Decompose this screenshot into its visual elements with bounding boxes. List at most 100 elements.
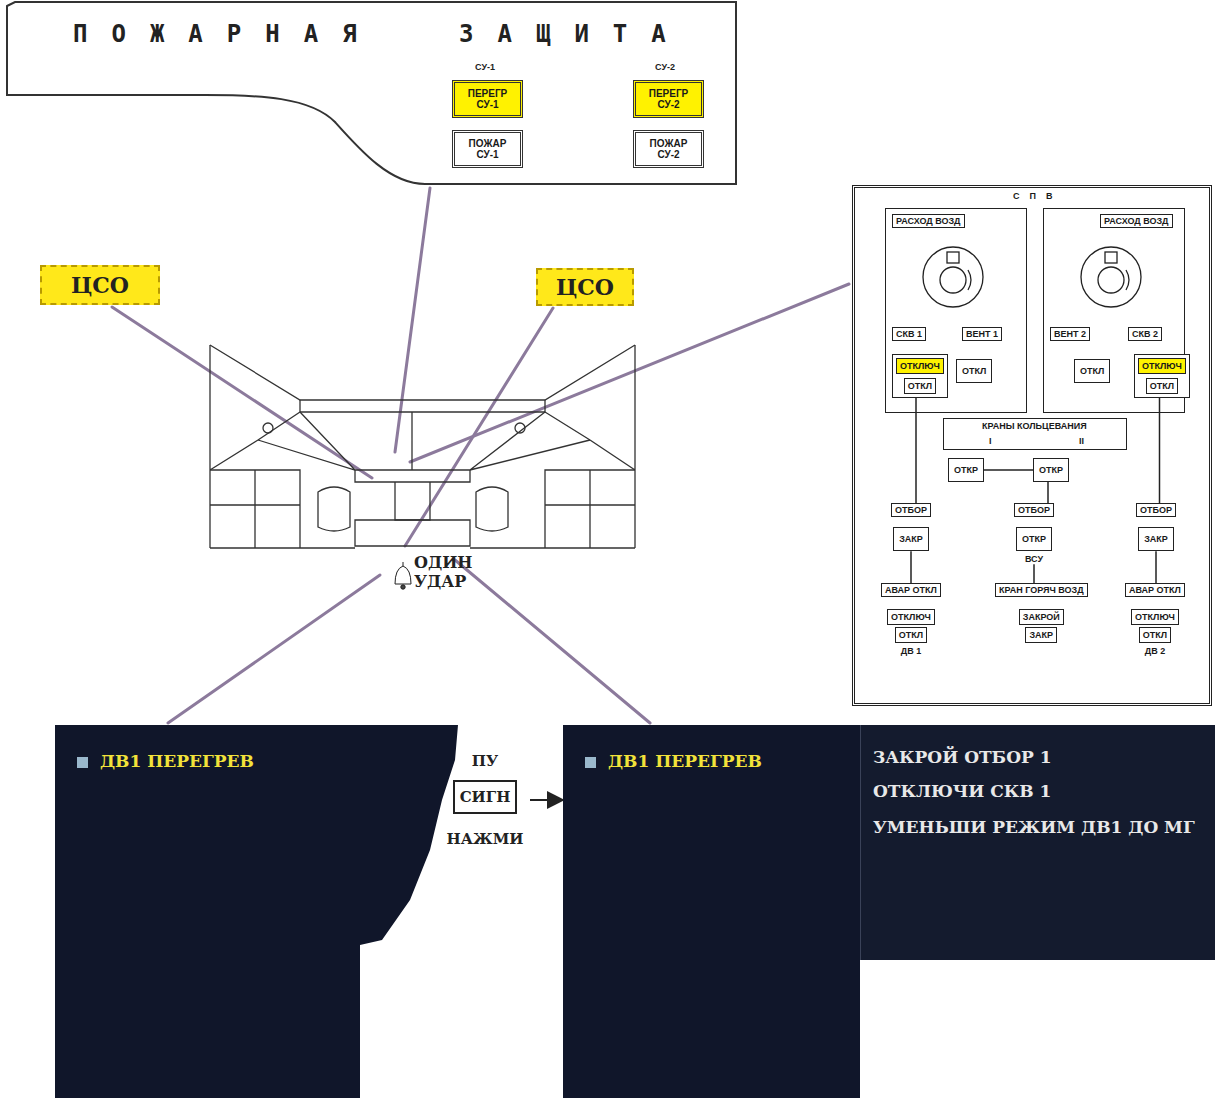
note-label: ОДИН УДАР — [414, 553, 476, 591]
pipe-line — [1033, 564, 1035, 583]
panel-outline-path — [7, 2, 736, 184]
label-text: УМЕНЬШИ РЕЖИМ ДВ1 ДО МГ — [873, 817, 1195, 837]
gauge — [923, 247, 983, 307]
label-text: ОТБОР — [1136, 503, 1176, 517]
label-text: ПЕРЕГР СУ-2 — [638, 88, 699, 111]
label-text: ОТКР — [1039, 465, 1063, 475]
ceiling-panel — [300, 400, 545, 412]
pipe-line — [1155, 551, 1157, 583]
label-text: СКВ 1 — [892, 327, 926, 341]
leader-line — [455, 560, 650, 723]
label-text: ВСУ — [1025, 554, 1043, 564]
torn-screen-piece — [360, 725, 458, 945]
label-text: ЗАКР — [893, 527, 929, 551]
crossfeed-band: КРАНЫ КОЛЬЦЕВАНИЯIII — [943, 418, 1127, 450]
leader-line — [168, 575, 380, 723]
leader-line — [112, 307, 372, 478]
bell-body — [395, 566, 411, 584]
gauge — [1081, 247, 1141, 307]
throttle-block — [355, 520, 470, 546]
label-text: СУ-1 — [475, 62, 495, 72]
hot-air-valve: КРАН ГОРЯЧ ВОЗДЗАКРОЙЗАКР — [995, 583, 1088, 643]
switch-button: ОТКЛ — [956, 359, 992, 383]
gauge-knob — [1098, 267, 1124, 293]
gauge-arc — [1126, 270, 1129, 290]
pipe-line — [1159, 398, 1161, 503]
leader-lines — [112, 188, 849, 723]
label-text: КРАН ГОРЯЧ ВОЗД — [995, 583, 1088, 597]
label-text: СПВ — [1013, 191, 1062, 201]
valve-button: ОТКР — [1033, 458, 1069, 482]
label-text: ОТКЛ — [904, 378, 936, 394]
air-system-panel: СПВРАСХОД ВОЗДСКВ 1ВЕНТ 1ОТКЛЮЧОТКЛОТКЛР… — [852, 185, 1212, 706]
leader-line — [405, 308, 553, 546]
pilot-seat — [318, 487, 350, 531]
label-text: ОТКЛ — [895, 627, 927, 643]
label-text: СИГН — [453, 780, 518, 814]
bell-icon — [395, 562, 411, 589]
fire-protection-panel: ПОЖАРНАЯ ЗАЩИТА СУ-1 СУ-2ПЕРЕГР СУ-1ПОЖАР … — [5, 0, 738, 186]
signal-button: ПУ СИГН НАЖМИ — [440, 752, 530, 848]
label-text: ОТБОР — [891, 503, 931, 517]
pipe-line — [910, 551, 912, 583]
label-text: РАСХОД ВОЗД — [1100, 214, 1173, 228]
label-text: АВАР ОТКЛ — [1125, 583, 1185, 597]
label-text: ОТКЛЮЧ — [896, 358, 944, 374]
pipe-line — [1047, 482, 1049, 503]
cabin-lamp — [515, 423, 525, 433]
bell-clapper — [401, 585, 405, 589]
arrow-connector — [530, 799, 563, 801]
label-text: ОТБОР — [1014, 503, 1054, 517]
display-screen: ДВ1 ПЕРЕГРЕВ — [55, 725, 360, 1098]
label-text: ОТКЛ — [1146, 378, 1178, 394]
label-text: ДВ 1 — [901, 646, 921, 656]
emergency-switch: АВАР ОТКЛОТКЛЮЧОТКЛДВ 1 — [879, 583, 943, 656]
pipe-line — [984, 469, 1033, 471]
label-text: ДВ1 ПЕРЕГРЕВ — [585, 751, 762, 771]
label-text: СУ-2 — [655, 62, 675, 72]
overheat-lamp: ПЕРЕГР СУ-2 — [633, 80, 704, 118]
label-text: ЗАКРОЙ — [1019, 609, 1064, 625]
fire-lamp: ПОЖАР СУ-2 — [633, 130, 704, 168]
windshield — [258, 412, 590, 470]
label-text: I — [989, 436, 992, 446]
glareshield — [355, 470, 470, 482]
ceiling-frame — [210, 345, 635, 400]
label-text: ЗАКР — [1138, 527, 1174, 551]
air-section: РАСХОД ВОЗД СКВ 1 ВЕНТ 1 ОТКЛЮЧ ОТКЛ ОТКЛ — [885, 208, 1027, 413]
label-text: ПОЖАР СУ-2 — [638, 138, 699, 161]
bell-handle — [403, 562, 404, 566]
label-text: ЦСО — [71, 272, 129, 298]
master-caution-lamp: ЦСО — [40, 265, 160, 305]
fire-lamp: ПОЖАР СУ-1 — [452, 130, 523, 168]
label-text: ЦСО — [556, 274, 614, 300]
label-text: ОТКЛ — [1080, 366, 1104, 376]
side-panel — [545, 470, 635, 548]
display-screen: ДВ1 ПЕРЕГРЕВ — [563, 725, 860, 1098]
label-text: ДВ 2 — [1145, 646, 1165, 656]
airflow-gauges — [923, 247, 1141, 307]
overheat-lamp: ПЕРЕГР СУ-1 — [452, 80, 523, 118]
instruction-screen: ЗАКРОЙ ОТБОР 1ОТКЛЮЧИ СКВ 1УМЕНЬШИ РЕЖИМ… — [860, 725, 1215, 960]
label-text: ОТКЛЮЧ — [1138, 358, 1186, 374]
cabin-lamp — [263, 423, 273, 433]
label-text: КРАНЫ КОЛЬЦЕВАНИЯ — [982, 421, 1087, 431]
master-caution-lamp: ЦСО — [536, 268, 634, 306]
label-text: ПОЖАР СУ-1 — [457, 138, 518, 161]
label-text: ПУ — [472, 752, 498, 770]
leader-line — [410, 284, 849, 462]
label-text: II — [1079, 436, 1084, 446]
label-text: ВЕНТ 2 — [1050, 327, 1090, 341]
label-text: ОТКЛЮЧ — [887, 609, 935, 625]
switch-button: ОТКЛЮЧ ОТКЛ — [1134, 354, 1190, 398]
label-text: НАЖМИ — [447, 830, 524, 848]
label-text: ОТКЛ — [962, 366, 986, 376]
label-text: ОТКЛЮЧ — [1131, 609, 1179, 625]
switch-button: ОТКЛ — [1074, 359, 1110, 383]
label-text: ПОЖАРНАЯ ЗАЩИТА — [73, 20, 690, 48]
side-panel — [210, 470, 300, 548]
gauge-arc — [968, 270, 971, 290]
label-text: ВЕНТ 1 — [962, 327, 1002, 341]
label-text: РАСХОД ВОЗД — [892, 214, 965, 228]
label-text: ЗАКРОЙ ОТБОР 1 — [873, 747, 1051, 767]
